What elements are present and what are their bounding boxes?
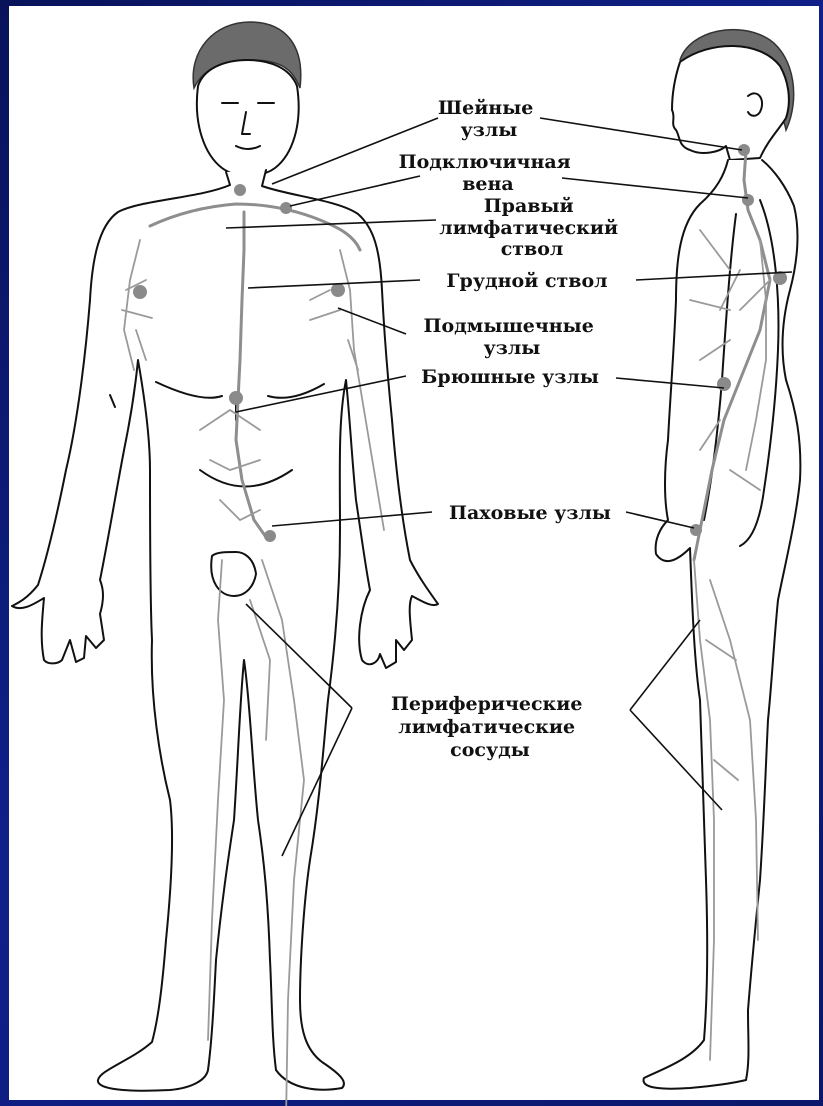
front-body-outline	[12, 170, 438, 1091]
side-inguinal-node	[690, 524, 702, 536]
leader-subclavian-front	[290, 176, 420, 206]
label-inguinal-nodes: Паховые узлы	[449, 502, 611, 524]
leader-peripheral-side-a	[630, 620, 700, 710]
side-figure	[643, 30, 800, 1089]
label-subclavian-vein: Подключичная вена	[399, 151, 578, 195]
label-axillary-nodes: Подмышечные узлы	[424, 315, 601, 359]
labels: Шейные узлы Подключичная вена Правый лим…	[391, 97, 625, 761]
side-body-outline	[643, 160, 800, 1089]
front-axillary-node-left	[331, 283, 345, 297]
front-genitals	[211, 552, 256, 596]
front-cervical-node	[234, 184, 246, 196]
front-head	[197, 60, 299, 176]
label-thoracic-duct: Грудной ствол	[446, 270, 607, 292]
front-abdominal-node	[229, 391, 243, 405]
front-inguinal-node	[264, 530, 276, 542]
side-head	[672, 46, 789, 160]
label-cervical-nodes: Шейные узлы	[438, 97, 540, 141]
side-abdominal-node	[717, 377, 731, 391]
label-peripheral-vessels: Периферические лимфатические сосуды	[391, 693, 589, 761]
front-figure	[12, 22, 438, 1106]
front-subclavian-node	[280, 202, 292, 214]
side-subclavian-node	[742, 194, 754, 206]
label-right-lymphatic-trunk: Правый лимфатический ствол	[439, 195, 624, 260]
front-axillary-node-right	[133, 285, 147, 299]
label-abdominal-nodes: Брюшные узлы	[421, 366, 599, 388]
